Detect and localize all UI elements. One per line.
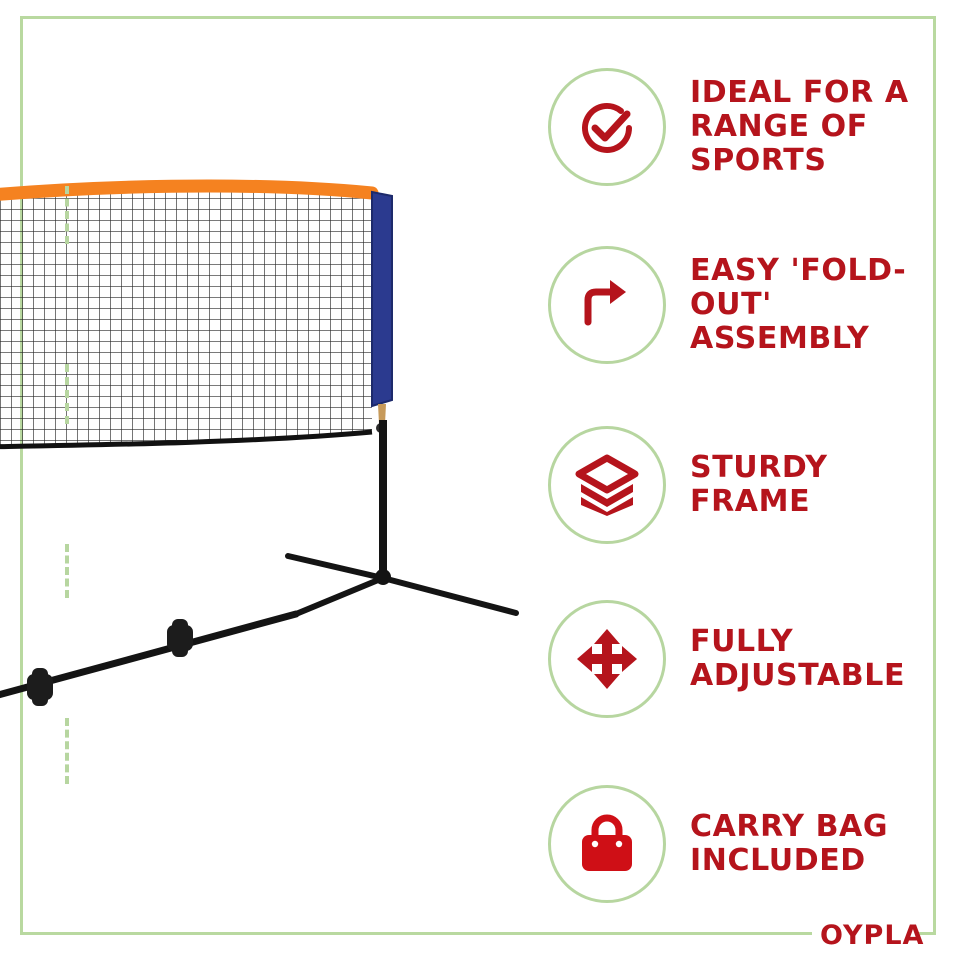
feature-label: Carry bag included <box>690 809 889 878</box>
turn-right-arrow-icon <box>584 280 626 326</box>
feature-label: Fully adjustable <box>690 624 906 693</box>
feature-item-carry-bag[interactable]: Carry bag included <box>540 784 960 904</box>
check-circle-icon <box>582 102 632 153</box>
net-side-panel <box>372 192 392 406</box>
rail-clamp <box>167 619 193 657</box>
net-mesh <box>0 185 372 448</box>
product-image <box>0 179 519 706</box>
brand-logo: OYPLA <box>820 920 925 951</box>
rail-clamp <box>27 668 53 706</box>
connector-line <box>65 186 69 244</box>
tripod-base <box>285 553 519 617</box>
feature-list: Ideal for a range of sports Easy 'fold- … <box>540 0 960 960</box>
connector-line <box>65 718 69 784</box>
net-top-band <box>0 179 379 201</box>
feature-icon-circle <box>548 68 666 186</box>
feature-label: Easy 'fold- out' assembly <box>690 253 907 356</box>
feature-label: Ideal for a range of sports <box>690 75 909 178</box>
border-frame-logo-gap <box>812 920 918 950</box>
net-side-panel-outline <box>371 190 393 408</box>
carry-bag-icon <box>582 814 632 871</box>
feature-icon-circle <box>548 246 666 364</box>
connector-line <box>65 544 69 598</box>
feature-item-fully-adjustable[interactable]: Fully adjustable <box>540 599 960 719</box>
feature-item-ideal-for-sports[interactable]: Ideal for a range of sports <box>540 67 960 187</box>
feature-icon-circle <box>548 785 666 903</box>
four-way-arrows-icon <box>577 629 637 689</box>
net-bottom-cord <box>0 429 373 450</box>
tension-strap <box>378 404 386 424</box>
feature-item-sturdy-frame[interactable]: Sturdy frame <box>540 425 960 545</box>
feature-icon-circle <box>548 600 666 718</box>
feature-item-fold-out-assembly[interactable]: Easy 'fold- out' assembly <box>540 245 960 365</box>
connector-line <box>65 364 69 424</box>
feature-label: Sturdy frame <box>690 450 828 519</box>
layers-stack-icon <box>575 454 639 516</box>
feature-icon-circle <box>548 426 666 544</box>
